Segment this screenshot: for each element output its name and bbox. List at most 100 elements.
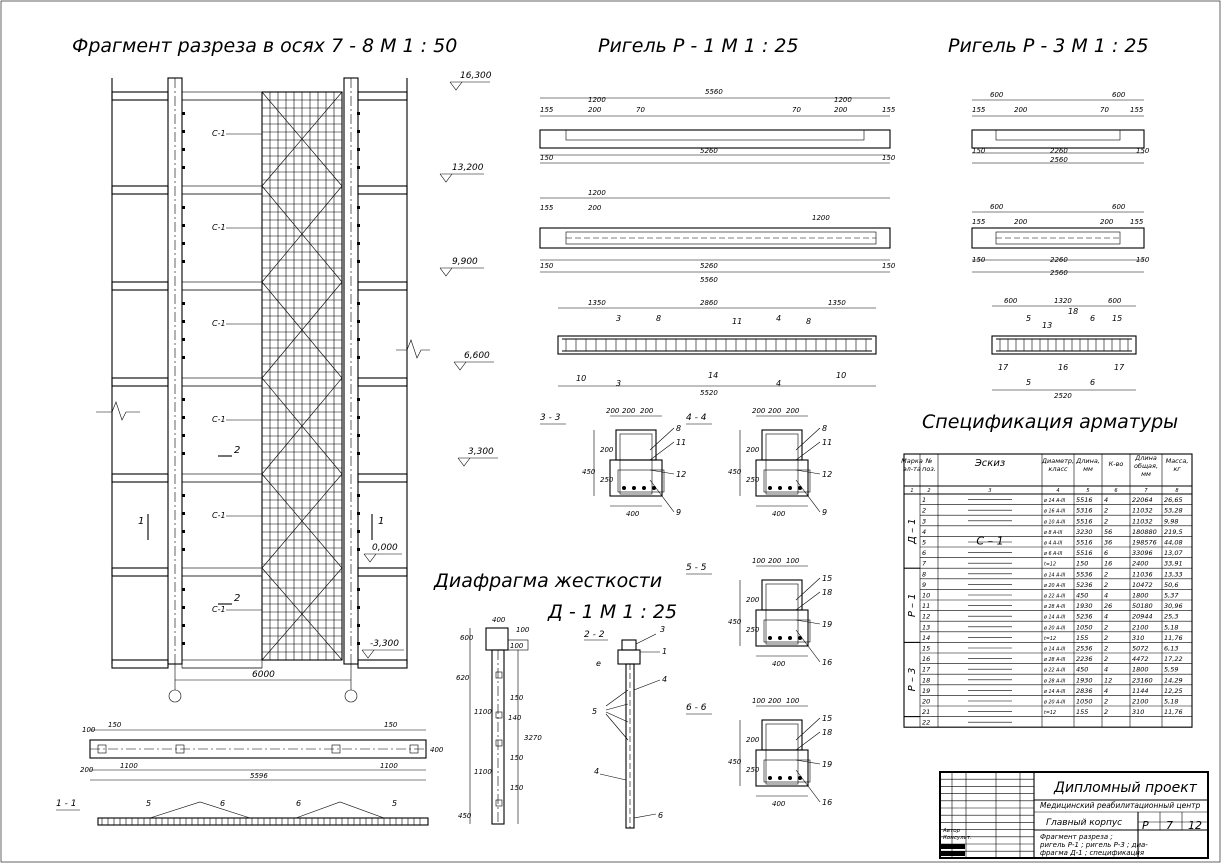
- spec-cell: 5,59: [1164, 666, 1178, 674]
- svg-text:200: 200: [80, 766, 94, 774]
- spec-cell: t=12: [1044, 636, 1056, 642]
- svg-text:8: 8: [1175, 488, 1178, 494]
- spec-cell: 12: [1104, 676, 1112, 684]
- svg-text:1200: 1200: [588, 189, 606, 197]
- svg-text:7: 7: [1144, 488, 1148, 494]
- spec-cell: ø 4 A-III: [1043, 541, 1063, 547]
- spec-cell: 4: [1104, 496, 1108, 504]
- svg-text:100: 100: [752, 557, 766, 565]
- svg-text:фрагма Д-1 ; спецификация: фрагма Д-1 ; спецификация: [1040, 849, 1144, 857]
- svg-text:16: 16: [1058, 363, 1068, 372]
- svg-text:155: 155: [1130, 218, 1144, 226]
- svg-text:200: 200: [746, 446, 760, 454]
- svg-text:400: 400: [772, 510, 786, 518]
- spec-cell: ø 14 A-III: [1043, 498, 1066, 504]
- svg-text:9: 9: [822, 508, 827, 517]
- svg-text:200: 200: [1014, 106, 1028, 114]
- rigel1-title: Ригель Р - 1 М 1 : 25: [598, 35, 799, 57]
- spec-cell: 1930: [1076, 602, 1093, 610]
- svg-text:е: е: [596, 659, 601, 668]
- svg-text:200: 200: [768, 697, 782, 705]
- section-mark-2a: 2: [234, 445, 240, 456]
- svg-text:11: 11: [822, 438, 832, 447]
- spec-cell: 2836: [1076, 687, 1093, 695]
- spec-cell: 1800: [1132, 666, 1149, 674]
- svg-text:1200: 1200: [834, 96, 852, 104]
- spec-cell: 25,3: [1164, 613, 1178, 621]
- svg-text:200: 200: [1014, 218, 1028, 226]
- svg-text:5: 5: [592, 707, 597, 716]
- svg-text:450: 450: [728, 468, 742, 476]
- svg-text:16: 16: [822, 798, 832, 807]
- svg-text:70: 70: [792, 106, 801, 114]
- svg-text:155: 155: [540, 106, 554, 114]
- svg-text:400: 400: [492, 616, 506, 624]
- spec-cell: t=12: [1044, 562, 1056, 568]
- axis-dim: 6000: [252, 670, 275, 680]
- spec-cell: 11,76: [1164, 634, 1183, 642]
- spec-cell: 150: [1076, 560, 1088, 568]
- spec-cell: 18: [922, 676, 930, 684]
- spec-cell: 5516: [1076, 496, 1093, 504]
- spec-cell: 6,13: [1164, 645, 1178, 653]
- svg-text:8: 8: [806, 317, 811, 326]
- spec-cell: ø 22 A-III: [1043, 594, 1066, 600]
- spec-cell: 23160: [1132, 676, 1153, 684]
- svg-text:6: 6: [1090, 378, 1095, 387]
- spec-cell: 50,6: [1164, 581, 1178, 589]
- svg-text:100: 100: [786, 697, 800, 705]
- spec-cell: 2: [1104, 698, 1108, 706]
- spec-cell: 450: [1076, 666, 1088, 674]
- svg-text:1350: 1350: [828, 299, 846, 307]
- spec-cell: 1800: [1132, 592, 1149, 600]
- spec-cell: 2: [1104, 655, 1108, 663]
- svg-text:70: 70: [1100, 106, 1109, 114]
- spec-cell: 4472: [1132, 655, 1149, 663]
- svg-text:5: 5: [146, 799, 151, 808]
- svg-text:200: 200: [746, 596, 760, 604]
- spec-cell: 155: [1076, 708, 1088, 716]
- svg-text:100: 100: [786, 557, 800, 565]
- spec-cell: 3: [922, 517, 926, 525]
- section-mark-1b: 1: [378, 516, 384, 527]
- svg-text:2: 2: [927, 488, 930, 494]
- svg-text:5 - 5: 5 - 5: [686, 563, 707, 573]
- spec-cell: 11,76: [1164, 708, 1183, 716]
- spec-cell: 2100: [1132, 698, 1149, 706]
- svg-text:155: 155: [972, 106, 986, 114]
- spec-cell: 12,25: [1164, 687, 1183, 695]
- svg-text:6: 6: [658, 811, 663, 820]
- svg-text:70: 70: [636, 106, 645, 114]
- spec-cell: 1050: [1076, 623, 1093, 631]
- spec-cell: 2: [922, 507, 926, 515]
- svg-text:100: 100: [752, 697, 766, 705]
- stamp-stage: Р: [1142, 819, 1149, 832]
- svg-text:200: 200: [786, 407, 800, 415]
- svg-text:3 - 3: 3 - 3: [540, 413, 561, 423]
- svg-text:2520: 2520: [1054, 392, 1072, 400]
- spec-cell: 17,22: [1164, 655, 1183, 663]
- svg-text:150: 150: [1136, 256, 1150, 264]
- spec-cell: 2: [1104, 570, 1108, 578]
- spec-cell: 26: [1104, 602, 1112, 610]
- svg-text:3: 3: [988, 488, 991, 494]
- spec-cell: 155: [1076, 634, 1088, 642]
- floor-label: С-1: [212, 511, 226, 520]
- spec-cell: 1: [922, 496, 926, 504]
- svg-text:1100: 1100: [474, 768, 492, 776]
- svg-text:19: 19: [822, 760, 832, 769]
- svg-text:200: 200: [600, 446, 614, 454]
- svg-text:600: 600: [990, 91, 1004, 99]
- spec-cell: 11: [922, 602, 930, 610]
- spec-cell: 26,65: [1164, 496, 1183, 504]
- spec-cell: 310: [1132, 708, 1144, 716]
- svg-text:1100: 1100: [120, 762, 138, 770]
- spec-cell: 33,91: [1164, 560, 1183, 568]
- spec-cell: 5236: [1076, 613, 1093, 621]
- spec-cell: 5536: [1076, 570, 1093, 578]
- spec-cell: 2: [1104, 645, 1108, 653]
- svg-text:450: 450: [458, 812, 472, 820]
- spec-cell: 11032: [1132, 507, 1153, 515]
